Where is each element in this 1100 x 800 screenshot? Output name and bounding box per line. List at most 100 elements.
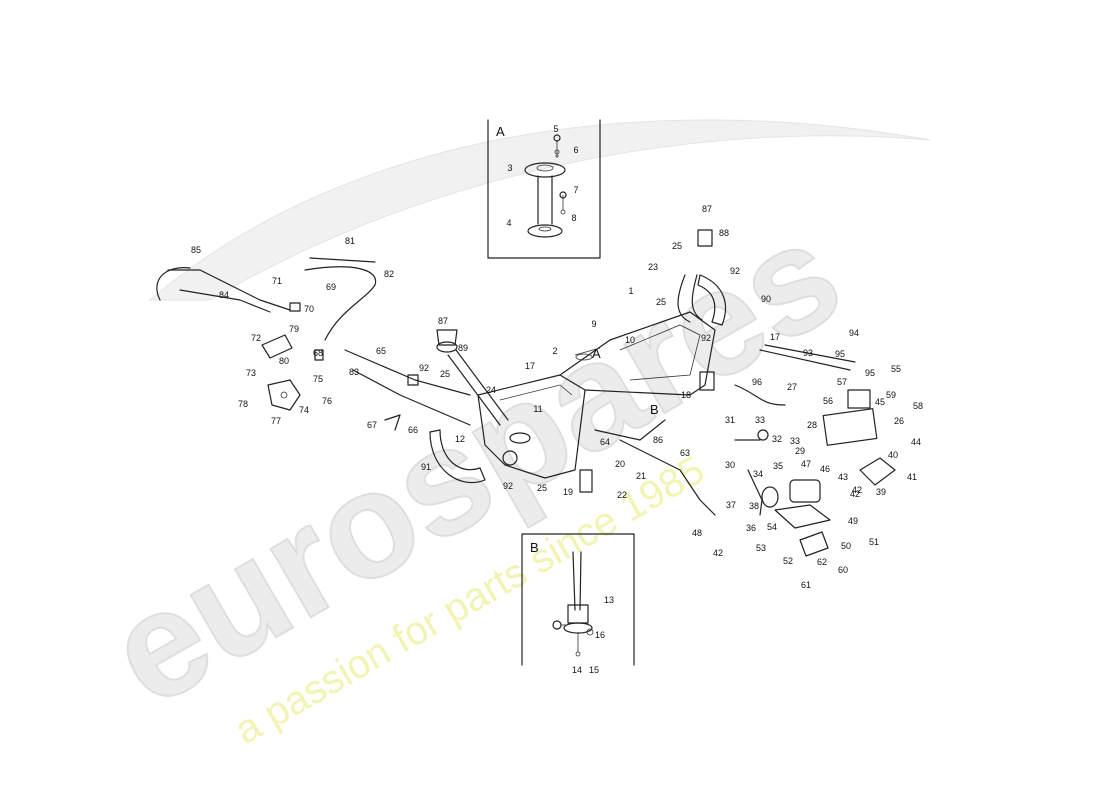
callout-40: 85: [191, 245, 201, 255]
callout-87: 43: [838, 472, 848, 482]
callout-45: 84: [219, 290, 229, 300]
callout-17: 10: [625, 335, 635, 345]
callout-49: 80: [279, 356, 289, 366]
inset-b: B: [521, 533, 635, 666]
inset-b-frame: [521, 533, 635, 666]
callout-98: 50: [841, 541, 851, 551]
watermark-swoosh: [148, 119, 931, 301]
callout-72: 28: [807, 420, 817, 430]
callout-95: 49: [848, 516, 858, 526]
callout-19: 17: [525, 361, 535, 371]
callout-18: 2: [552, 346, 557, 356]
callout-75: 31: [725, 415, 735, 425]
callout-79: 29: [795, 446, 805, 456]
callout-101: 62: [817, 557, 827, 567]
callout-88: 42: [852, 485, 862, 495]
callout-94: 54: [767, 522, 777, 532]
callout-106: 14: [572, 665, 582, 675]
callout-80: 44: [911, 437, 921, 447]
callout-63: 95: [835, 349, 845, 359]
callout-7: 88: [719, 228, 729, 238]
fuel-gauge-sender-drawing: [524, 134, 567, 238]
callout-100: 52: [783, 556, 793, 566]
callout-74: 26: [894, 416, 904, 426]
callout-8: 25: [672, 241, 682, 251]
callout-62: 93: [803, 348, 813, 358]
callout-44: 71: [272, 276, 282, 286]
callout-33: 21: [636, 471, 646, 481]
callout-46: 70: [304, 304, 314, 314]
callout-22: 92: [419, 363, 429, 373]
callout-60: 66: [408, 425, 418, 435]
callout-12: 25: [656, 297, 666, 307]
callout-83: 34: [753, 469, 763, 479]
callout-65: 55: [891, 364, 901, 374]
callout-38: 48: [692, 528, 702, 538]
callout-39: 42: [713, 548, 723, 558]
callout-89: 41: [907, 472, 917, 482]
callout-67: 96: [752, 377, 762, 387]
callout-30: 18: [681, 390, 691, 400]
callout-92: 38: [749, 501, 759, 511]
callout-5: 4: [506, 218, 511, 228]
callout-23: 25: [440, 369, 450, 379]
callout-2: 3: [507, 163, 512, 173]
callout-21: 89: [458, 343, 468, 353]
callout-99: 51: [869, 537, 879, 547]
callout-36: 86: [653, 435, 663, 445]
tank-marker-a: A: [592, 346, 601, 361]
callout-76: 33: [755, 415, 765, 425]
callout-78: 33: [790, 436, 800, 446]
callout-103: 61: [801, 580, 811, 590]
callout-86: 46: [820, 464, 830, 474]
inset-a-frame: [487, 119, 601, 259]
callout-9: 23: [648, 262, 658, 272]
callout-50: 68: [313, 348, 323, 358]
callout-27: 91: [421, 462, 431, 472]
fuel-tank-drawing: A B: [477, 311, 716, 479]
callout-104: 13: [604, 595, 614, 605]
callout-85: 47: [801, 459, 811, 469]
callout-81: 40: [888, 450, 898, 460]
callout-25: 11: [533, 404, 542, 414]
callout-61: 94: [849, 328, 859, 338]
callout-48: 79: [289, 324, 299, 334]
tank-marker-b: B: [650, 402, 659, 417]
small-brackets-drawing: [261, 302, 715, 493]
callout-37: 63: [680, 448, 690, 458]
callout-42: 82: [384, 269, 394, 279]
callout-32: 20: [615, 459, 625, 469]
callout-102: 60: [838, 565, 848, 575]
callout-34: 19: [563, 487, 573, 497]
callout-29: 25: [537, 483, 547, 493]
callout-58: 77: [271, 416, 281, 426]
callout-66: 57: [837, 377, 847, 387]
callout-73: 45: [875, 397, 885, 407]
inset-a: A: [487, 119, 601, 259]
inset-a-label: A: [496, 124, 505, 139]
callout-105: 16: [595, 630, 605, 640]
callout-97: 53: [756, 543, 766, 553]
callout-55: 76: [322, 396, 332, 406]
inset-b-label: B: [530, 540, 539, 555]
callout-3: 7: [573, 185, 578, 195]
fuel-pump-assembly-drawing: [734, 389, 896, 557]
callout-41: 81: [345, 236, 355, 246]
callout-77: 32: [772, 434, 782, 444]
callout-4: 8: [571, 213, 576, 223]
callout-1: 6: [573, 145, 578, 155]
filler-neck-hose-drawing: [429, 229, 727, 484]
callout-53: 83: [349, 367, 359, 377]
callout-28: 92: [503, 481, 513, 491]
callout-43: 69: [326, 282, 336, 292]
callout-69: 59: [886, 390, 896, 400]
callout-107: 15: [589, 665, 599, 675]
callout-84: 35: [773, 461, 783, 471]
callout-13: 17: [770, 332, 780, 342]
callout-10: 92: [730, 266, 740, 276]
callout-31: 64: [600, 437, 610, 447]
callout-51: 73: [246, 368, 256, 378]
callout-71: 58: [913, 401, 923, 411]
callout-96: 42: [850, 489, 860, 499]
